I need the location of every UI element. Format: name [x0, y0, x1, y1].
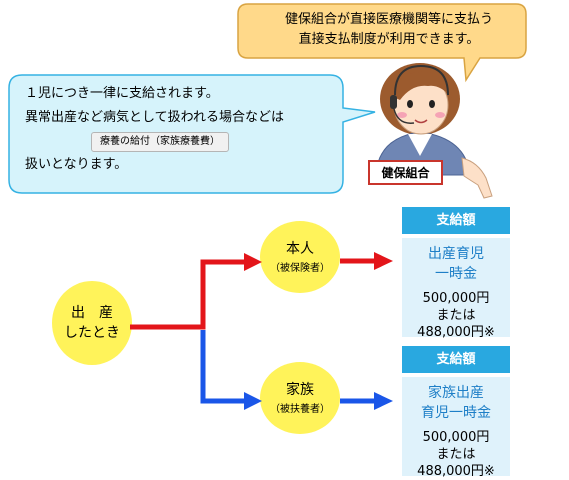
left-bubble-line3: 扱いとなります。 — [25, 157, 128, 172]
left-bubble-text: １児につき一律に支給されます。 異常出産など病気として扱われる場合などは 療養の… — [25, 84, 341, 175]
benefit-bottom-title1: 家族出産 — [428, 385, 484, 401]
start-node-line1: 出 産 — [71, 305, 113, 321]
staff-character-illustration — [368, 63, 493, 199]
benefit-bottom-box: 家族出産 育児一時金 500,000円 または 488,000円※ — [402, 377, 510, 479]
benefit-bottom-amount2: 488,000円※ — [417, 464, 495, 479]
start-node-circle — [52, 281, 132, 365]
start-node-text: 出 産 したとき — [52, 303, 132, 343]
insured-node-text: 本人 （被保険者） — [260, 239, 340, 274]
benefit-bottom-or: または — [436, 447, 476, 462]
red-connector-to-insured — [130, 253, 262, 330]
benefit-bottom-title2: 育児一時金 — [421, 405, 491, 421]
health-insurance-sign: 健保組合 — [381, 166, 430, 180]
top-speech-bubble — [237, 3, 527, 83]
family-label: 家族 — [286, 382, 314, 398]
family-sublabel: （被扶養者） — [270, 404, 330, 415]
benefit-top-or: または — [436, 308, 476, 323]
benefit-bottom-header: 支給額 — [402, 346, 510, 373]
top-bubble-text: 健保組合が直接医療機関等に支払う 直接支払制度が利用できます。 — [258, 10, 520, 50]
insured-label: 本人 — [286, 241, 314, 257]
benefit-top-header: 支給額 — [402, 207, 510, 234]
benefit-bottom-amount1: 500,000円 — [422, 430, 490, 445]
family-node-text: 家族 （被扶養者） — [260, 380, 340, 415]
insured-sublabel: （被保険者） — [270, 263, 330, 274]
blue-arrow-to-benefit-bottom — [340, 392, 393, 410]
medical-benefit-chip: 療養の給付（家族療養費） — [91, 132, 229, 152]
left-bubble-line2: 異常出産など病気として扱われる場合などは — [25, 110, 284, 125]
top-bubble-line2: 直接支払制度が利用できます。 — [298, 32, 480, 47]
top-bubble-line1: 健保組合が直接医療機関等に支払う — [284, 12, 493, 27]
family-node-circle — [260, 362, 340, 434]
benefit-top-title2: 一時金 — [435, 266, 477, 282]
insured-node-circle — [260, 221, 340, 293]
red-arrow-to-benefit-top — [340, 252, 393, 270]
benefit-top-amount1: 500,000円 — [422, 291, 490, 306]
blue-connector-to-family — [200, 330, 262, 410]
start-node-line2: したとき — [64, 325, 120, 341]
benefit-top-box: 出産育児 一時金 500,000円 または 488,000円※ — [402, 238, 510, 340]
left-bubble-line1: １児につき一律に支給されます。 — [25, 86, 219, 101]
benefit-top-amount2: 488,000円※ — [417, 325, 495, 340]
benefit-top-title1: 出産育児 — [428, 246, 484, 262]
